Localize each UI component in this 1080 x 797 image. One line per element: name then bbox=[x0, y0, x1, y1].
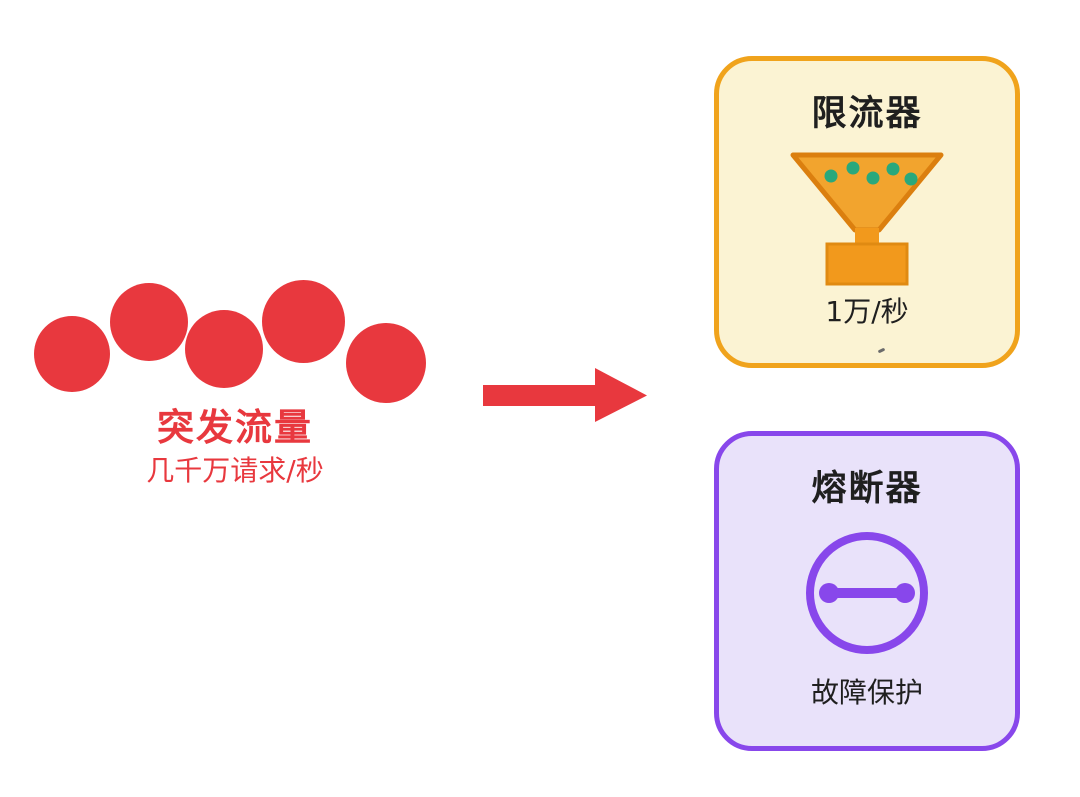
flow-arrow-icon bbox=[483, 368, 647, 422]
circuit-breaker-title: 熔断器 bbox=[811, 469, 923, 509]
funnel-icon bbox=[790, 152, 944, 286]
request-dot bbox=[866, 171, 880, 185]
traffic-dot bbox=[346, 323, 426, 403]
traffic-dot bbox=[110, 283, 188, 361]
rate-limiter-caption: 1万/秒 bbox=[825, 295, 909, 328]
request-dot bbox=[824, 169, 838, 183]
traffic-dot bbox=[185, 310, 263, 388]
circuit-breaker-caption: 故障保护 bbox=[810, 676, 923, 709]
request-dot bbox=[846, 161, 860, 175]
traffic-dot bbox=[34, 316, 110, 392]
request-dot bbox=[886, 162, 900, 176]
burst-traffic-label: 突发流量 bbox=[157, 406, 313, 449]
burst-traffic-rate-label: 几千万请求/秒 bbox=[146, 454, 324, 487]
traffic-dot bbox=[262, 280, 345, 363]
rate-limiter-title: 限流器 bbox=[811, 94, 923, 134]
rate-limiter-box: 限流器 1万/秒 bbox=[714, 56, 1020, 368]
request-dot bbox=[904, 172, 918, 186]
circuit-breaker-icon bbox=[806, 532, 928, 654]
circuit-breaker-box: 熔断器 故障保护 bbox=[714, 431, 1020, 751]
